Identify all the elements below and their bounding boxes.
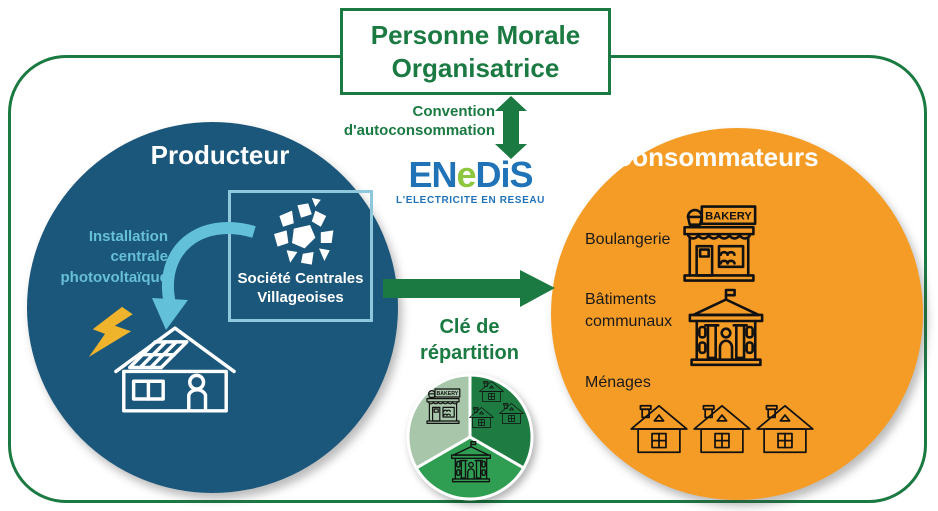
consumer-label-boulangerie: Boulangerie	[585, 231, 671, 248]
organizer-box: Personne Morale Organisatrice	[340, 8, 611, 95]
enedis-wordmark: ENeDiS	[408, 154, 533, 195]
house-icon	[756, 396, 814, 462]
menages-houses-row	[630, 396, 814, 462]
scv-box: Société Centrales Villageoises	[228, 190, 373, 322]
distribution-pie-chart	[406, 373, 534, 501]
installation-label: Installation centrale photovoltaïque	[60, 228, 169, 286]
organizer-label: Personne Morale Organisatrice	[370, 20, 581, 83]
distribution-label: Clé de répartition	[420, 316, 519, 364]
scv-logo-icon	[265, 198, 337, 270]
house-icon	[693, 396, 751, 462]
convention-double-arrow	[495, 96, 527, 159]
producer-title: Producteur	[150, 140, 290, 170]
lightning-icon	[88, 306, 133, 358]
enedis-logo: ENeDiS L'ELECTRICITE EN RESEAU	[393, 154, 548, 207]
scv-label: Société Centrales Villageoises	[237, 270, 364, 306]
consumers-title: Consommateurs	[613, 142, 819, 172]
townhall-icon	[683, 287, 769, 367]
bakery-icon	[676, 198, 762, 284]
convention-label: Convention d'autoconsommation	[343, 103, 495, 139]
energy-flow-arrow	[383, 270, 555, 307]
consumer-label-menages: Ménages	[585, 374, 651, 391]
producer-circle	[27, 122, 398, 493]
consumer-label-batiments: Bâtiments communaux	[585, 291, 673, 331]
solar-house-icon	[110, 320, 238, 414]
enedis-tagline: L'ELECTRICITE EN RESEAU	[396, 195, 545, 206]
curved-arrow-icon	[152, 222, 256, 330]
house-icon	[630, 396, 688, 462]
